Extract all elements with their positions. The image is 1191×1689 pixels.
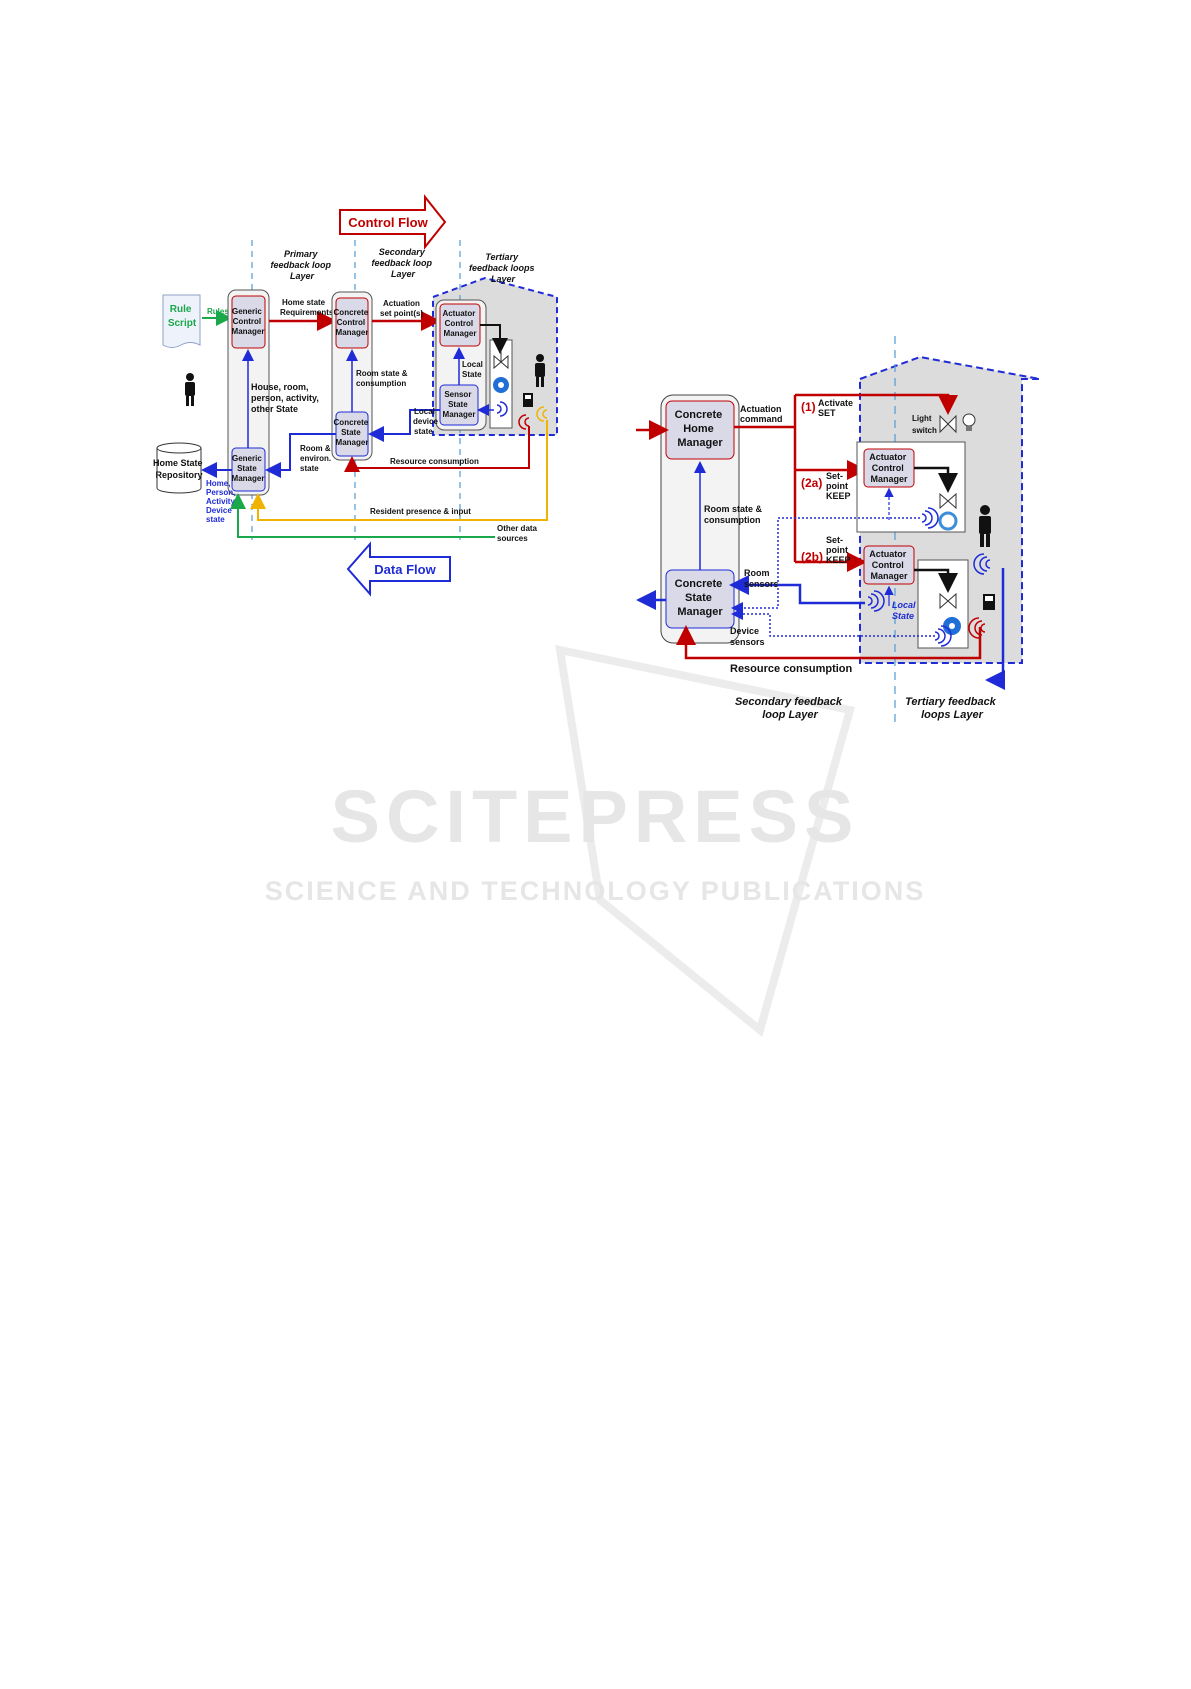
setpoint-2a-label: Set- point KEEP [826, 471, 851, 501]
setpoint-2b-label: Set- point KEEP [826, 535, 851, 565]
watermark-subtitle: SCIENCE AND TECHNOLOGY PUBLICATIONS [265, 876, 926, 906]
gear-2b-icon [943, 617, 961, 635]
generic-state-manager-label: Generic State Manager [232, 454, 265, 483]
resident-icon-2 [979, 505, 991, 547]
concrete-control-manager-label: Concrete Control Manager [334, 308, 371, 337]
actuation-set-points-label: Actuation set point(s) [380, 299, 423, 318]
concrete-state-manager-label: Concrete State Manager [334, 418, 371, 447]
resource-consumption-arrow-2 [676, 625, 982, 660]
svg-text:Home State Repository: Home State Repository [153, 458, 205, 480]
wireless-sensor-2a-icon [921, 507, 939, 529]
actuator-control-manager-label: Actuator Control Manager [442, 309, 477, 338]
light-switch-valve-icon [939, 414, 957, 434]
actuator-2b-command-arrow [914, 568, 958, 593]
other-data-sources-label: Other data sources [497, 524, 539, 543]
watermark-title: SCITEPRESS [331, 775, 860, 858]
concrete-home-manager-label: Concrete Home Manager [675, 409, 726, 449]
resource-consumption-arrow [344, 426, 530, 472]
valve-2a-icon [939, 492, 957, 510]
valve-icon [493, 350, 509, 370]
snowflake-gear-icon [938, 511, 958, 531]
dotted-sensor-arrow-1 [731, 517, 920, 614]
concrete-state-manager-2-label: Concrete State Manager [675, 578, 726, 618]
room-sensors-arrow [729, 575, 865, 605]
generic-control-manager-label: Generic Control Manager [232, 307, 265, 336]
rule-script-doc: Rule Script [162, 294, 201, 348]
generic-control-manager [231, 295, 266, 349]
wireless-sensor-icon [496, 401, 508, 417]
room-state-consumption-label: Room state & consumption [356, 369, 410, 388]
local-device-state-label: Local device state [413, 407, 440, 436]
home-state-repository: Home State Repository [153, 442, 205, 494]
light-bulb-icon [962, 413, 976, 431]
red-sensor-icon [518, 414, 530, 430]
external-sensor-arrow [985, 568, 1005, 690]
watermark: SCITEPRESS SCIENCE AND TECHNOLOGY PUBLIC… [265, 644, 926, 1037]
home-state-requirements-label: Home state Requirements [280, 298, 334, 317]
data-flow-label: Data Flow [374, 562, 436, 577]
figure-2: Concrete Home Manager Concrete State Man… [636, 336, 1041, 726]
yellow-sensor-icon [536, 406, 548, 422]
figure-1: Control Flow Data Flow Primary feedback … [153, 194, 558, 597]
concrete-control-manager [335, 297, 369, 349]
step1-label: (1) [801, 400, 816, 414]
activate-set-arrow [795, 393, 958, 415]
actuator-control-manager-2a-label: Actuator Control Manager [869, 452, 909, 484]
step2b-label: (2b) [801, 550, 823, 564]
home-person-activity-label: Home, Person, Activity, Device state [206, 479, 239, 524]
room-sensors-label: Room sensors [744, 568, 779, 589]
activate-set-label: Activate SET [818, 398, 856, 418]
layer-tertiary-label: Tertiary feedback loops Layer [469, 252, 537, 284]
layer-primary-label: Primary feedback loop Layer [270, 249, 333, 281]
meter-icon-2 [983, 594, 995, 610]
resident-presence-arrow [250, 420, 548, 521]
wireless-sensor-device-icon [934, 625, 952, 647]
gear-icon [493, 377, 509, 393]
actuation-command-label: Actuation command [740, 404, 784, 424]
data-flow-arrow: Data Flow [346, 541, 451, 597]
secondary-layer-label: Secondary feedback loop Layer [735, 696, 845, 721]
sensor-state-manager-label: Sensor State Manager [443, 390, 476, 419]
resident-icon [535, 354, 545, 387]
room-environ-state-label: Room & environ. state [300, 444, 333, 473]
room-state-consumption-label-2: Room state & consumption [704, 504, 765, 525]
meter-icon [523, 393, 533, 407]
local-state-label: Local State [462, 360, 485, 379]
wireless-sensor-room-icon [867, 590, 885, 612]
resource-consumption-label-2: Resource consumption [730, 663, 853, 675]
actuator-control-manager-2b-label: Actuator Control Manager [869, 549, 909, 581]
layer-secondary-label: Secondary feedback loop Layer [371, 247, 434, 279]
control-flow-arrow: Control Flow [339, 194, 447, 250]
light-switch-label: Light switch [912, 414, 937, 435]
dotted-sensor-arrow-2 [731, 608, 935, 637]
actuator-control-manager-2b [863, 545, 915, 585]
house-room-state-label: House, room, person, activity, other Sta… [251, 382, 321, 414]
room-environ-arrow [265, 433, 336, 478]
person-icon [185, 373, 195, 406]
wireless-sensor-right-icon [973, 553, 991, 575]
local-state-label-2: Local State [892, 600, 918, 621]
rules-label: Rules [207, 307, 229, 316]
actuator-command-arrow [480, 324, 508, 354]
actuator-2a-command-arrow [914, 466, 958, 493]
tertiary-layer-label: Tertiary feedback loops Layer [905, 696, 999, 721]
local-device-state-arrow [368, 409, 440, 442]
watermark-logo [555, 644, 856, 1037]
device-sensors-label: Device sensors [730, 626, 765, 647]
control-flow-label: Control Flow [348, 215, 428, 230]
valve-2b-icon [939, 592, 957, 610]
resource-consumption-label: Resource consumption [390, 457, 479, 466]
step2a-label: (2a) [801, 476, 822, 490]
resident-presence-label: Resident presence & input [370, 507, 471, 516]
other-data-sources-arrow [230, 493, 495, 538]
svg-text:Rule Script: Rule Script [168, 304, 197, 329]
